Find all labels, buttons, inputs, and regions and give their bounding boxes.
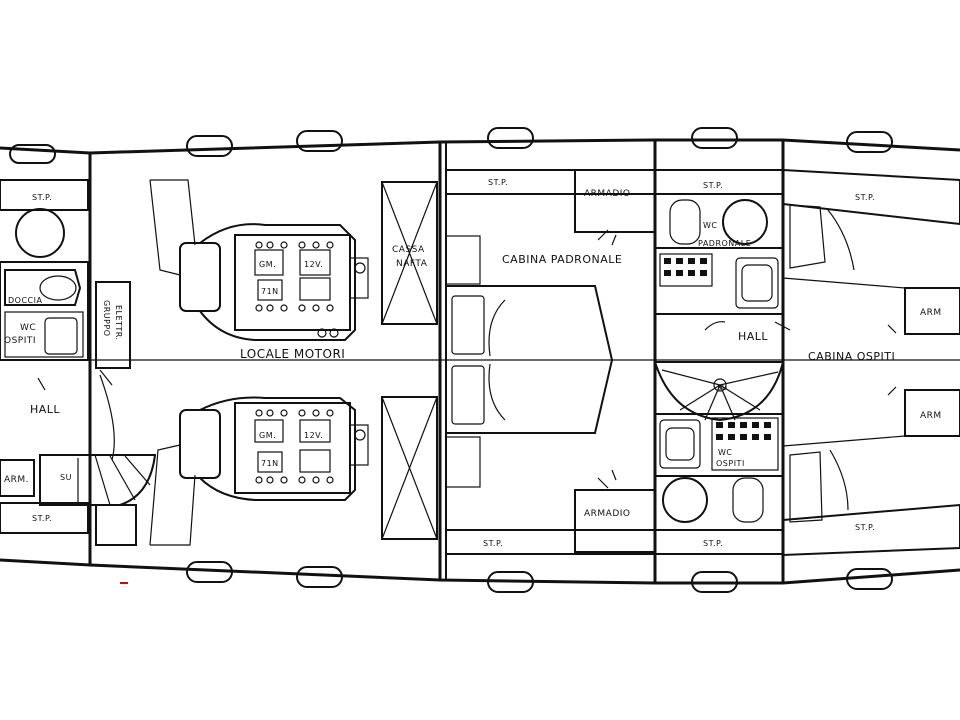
guest-cabin [782, 168, 960, 557]
label-cabina-ospiti: CABINA OSPITI [808, 350, 895, 363]
label-stipi-3: ST.P. [488, 178, 508, 187]
labels: LOCALE MOTORI CABINA PADRONALE CABINA OS… [4, 178, 942, 548]
label-locale-motori: LOCALE MOTORI [240, 347, 345, 361]
label-stair-left: SU [60, 473, 72, 482]
owner-cabin [445, 169, 656, 555]
label-stipi-1: ST.P. [32, 193, 52, 202]
label-wc-padronale: WC [703, 221, 718, 230]
label-cabina-padronale: CABINA PADRONALE [502, 253, 622, 266]
label-arm-left: ARM. [4, 475, 29, 485]
label-12v-lower: 12V. [304, 431, 323, 440]
label-stipi-5: ST.P. [703, 181, 723, 190]
label-elettr: ELETTR. [114, 305, 123, 341]
label-stipi-6: ST.P. [703, 539, 723, 548]
label-stipi-7: ST.P. [855, 193, 875, 202]
label-ospiti-right: OSPITI [716, 459, 745, 468]
label-gm-upper: GM. [259, 260, 276, 269]
label-hall-left: HALL [30, 403, 60, 416]
tile-grid-bottom [716, 422, 771, 440]
fuel-tanks [381, 181, 438, 540]
label-stipi-4: ST.P. [483, 539, 503, 548]
label-ospiti-left: OSPITI [4, 336, 36, 346]
label-arm-right-bottom: ARM [920, 411, 942, 421]
aft-left-section [0, 179, 157, 546]
label-gruppo: GRUPPO [102, 300, 111, 337]
portholes [9, 127, 893, 593]
central-services [654, 169, 791, 555]
label-wc-right: WC [718, 448, 733, 457]
label-wc-left: WC [20, 323, 36, 333]
label-stair-right: SU [717, 384, 728, 392]
label-stipi-8: ST.P. [855, 523, 875, 532]
engine-room [99, 179, 438, 546]
label-71n-upper: 71N [261, 287, 279, 296]
label-padronale: PADRONALE [698, 239, 751, 248]
upper-engine [179, 223, 369, 341]
lower-engine [179, 396, 369, 501]
label-arm-right-top: ARM [920, 308, 942, 318]
label-gm-lower: GM. [259, 431, 276, 440]
hull-outline [0, 138, 960, 585]
label-armadio-top: ARMADIO [584, 189, 631, 199]
label-stipi-2: ST.P. [32, 514, 52, 523]
tile-grid-top [664, 258, 707, 276]
label-cassa: CASSA [392, 245, 425, 255]
label-nafta: NAFTA [396, 259, 428, 269]
label-12v-upper: 12V. [304, 260, 323, 269]
label-armadio-bottom: ARMADIO [584, 509, 631, 519]
label-hall-right: HALL [738, 330, 768, 343]
label-71n-lower: 71N [261, 459, 279, 468]
label-doccia: DOCCIA [8, 296, 42, 305]
